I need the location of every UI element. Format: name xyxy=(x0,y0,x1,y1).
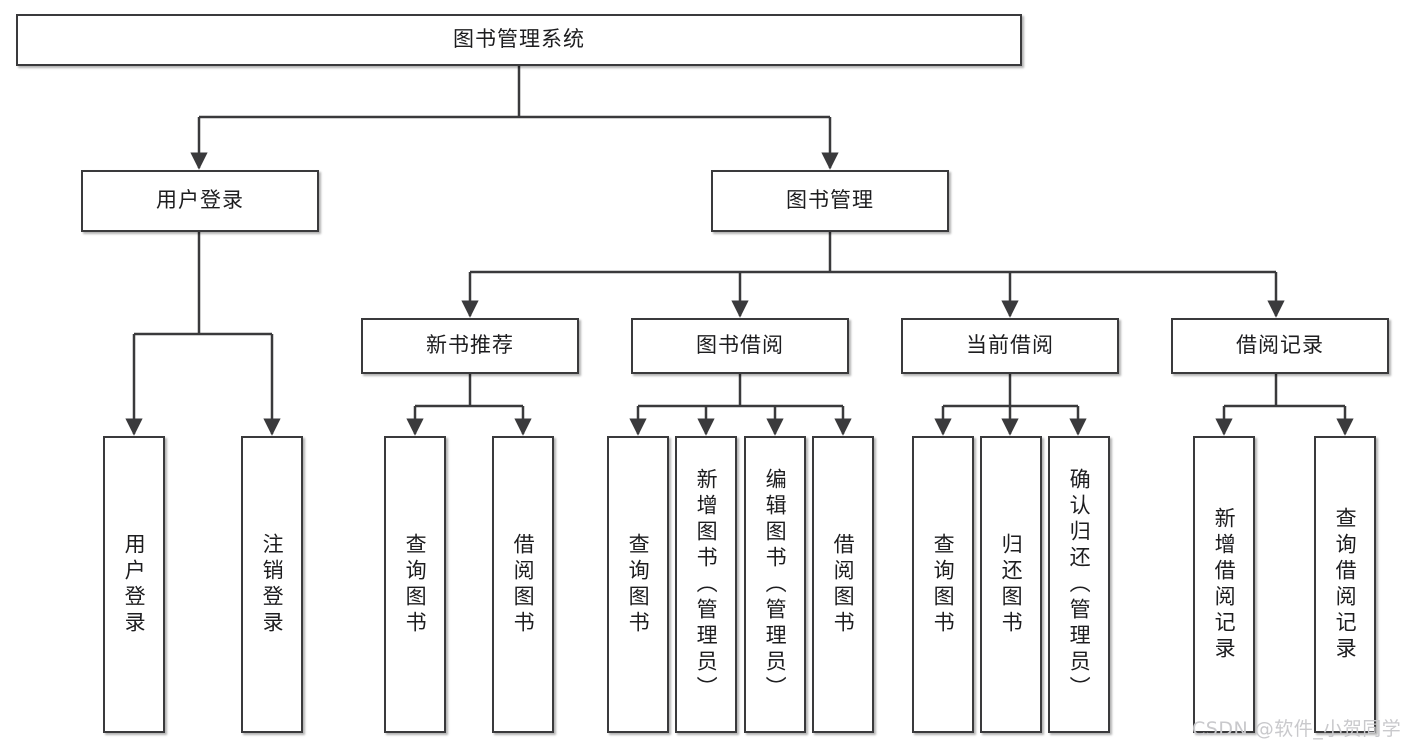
node-user-login-label: 用户登录 xyxy=(156,188,244,213)
node-root-label: 图书管理系统 xyxy=(453,27,585,52)
node-user-login[interactable]: 用户登录 xyxy=(81,170,319,232)
leaf-book-borrow-borrow[interactable]: 借阅图书 xyxy=(812,436,874,733)
leaf-new-book-query[interactable]: 查询图书 xyxy=(384,436,446,733)
node-borrow-record-label: 借阅记录 xyxy=(1236,333,1324,358)
leaf-book-borrow-edit[interactable]: 编辑图书（管理员） xyxy=(744,436,806,733)
leaf-book-borrow-add-label: 新增图书（管理员） xyxy=(694,467,719,702)
leaf-borrow-record-query[interactable]: 查询借阅记录 xyxy=(1314,436,1376,733)
node-book-borrow[interactable]: 图书借阅 xyxy=(631,318,849,374)
node-borrow-record[interactable]: 借阅记录 xyxy=(1171,318,1389,374)
leaf-book-borrow-query-label: 查询图书 xyxy=(626,532,651,637)
leaf-new-book-borrow-label: 借阅图书 xyxy=(511,532,536,637)
leaf-book-borrow-add[interactable]: 新增图书（管理员） xyxy=(675,436,737,733)
leaf-current-borrow-query-label: 查询图书 xyxy=(931,532,956,637)
leaf-new-book-borrow[interactable]: 借阅图书 xyxy=(492,436,554,733)
node-book-manage[interactable]: 图书管理 xyxy=(711,170,949,232)
leaf-user-login-logout[interactable]: 注销登录 xyxy=(241,436,303,733)
leaf-current-borrow-return[interactable]: 归还图书 xyxy=(980,436,1042,733)
leaf-book-borrow-edit-label: 编辑图书（管理员） xyxy=(763,467,788,702)
leaf-borrow-record-add-label: 新增借阅记录 xyxy=(1212,506,1237,663)
leaf-borrow-record-add[interactable]: 新增借阅记录 xyxy=(1193,436,1255,733)
leaf-current-borrow-query[interactable]: 查询图书 xyxy=(912,436,974,733)
leaf-new-book-query-label: 查询图书 xyxy=(403,532,428,637)
leaf-borrow-record-query-label: 查询借阅记录 xyxy=(1333,506,1358,663)
leaf-user-login-logout-label: 注销登录 xyxy=(260,532,285,637)
node-current-borrow[interactable]: 当前借阅 xyxy=(901,318,1119,374)
node-new-book-recommend-label: 新书推荐 xyxy=(426,333,514,358)
node-current-borrow-label: 当前借阅 xyxy=(966,333,1054,358)
leaf-book-borrow-query[interactable]: 查询图书 xyxy=(607,436,669,733)
node-book-borrow-label: 图书借阅 xyxy=(696,333,784,358)
leaf-current-borrow-return-label: 归还图书 xyxy=(999,532,1024,637)
node-book-manage-label: 图书管理 xyxy=(786,188,874,213)
node-root[interactable]: 图书管理系统 xyxy=(16,14,1022,66)
leaf-current-borrow-confirm-label: 确认归还（管理员） xyxy=(1067,467,1092,702)
leaf-book-borrow-borrow-label: 借阅图书 xyxy=(831,532,856,637)
node-new-book-recommend[interactable]: 新书推荐 xyxy=(361,318,579,374)
leaf-user-login-login[interactable]: 用户登录 xyxy=(103,436,165,733)
leaf-current-borrow-confirm[interactable]: 确认归还（管理员） xyxy=(1048,436,1110,733)
leaf-user-login-login-label: 用户登录 xyxy=(122,532,147,637)
